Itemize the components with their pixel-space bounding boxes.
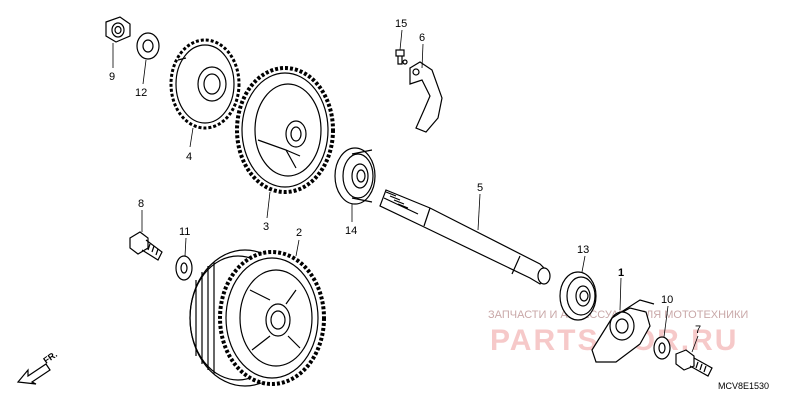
part-2-drum-gear	[189, 249, 326, 387]
part-11-washer	[175, 255, 193, 281]
callout-15: 15	[395, 18, 407, 30]
leader-lines	[112, 29, 699, 353]
part-14-bearing	[334, 147, 376, 205]
part-1-cam-segment	[591, 299, 655, 363]
callout-12: 12	[135, 87, 147, 99]
front-direction-marker: FR.	[16, 349, 59, 385]
part-15-bolt-small	[395, 49, 408, 65]
diagram-code: MCV8E1530	[718, 381, 769, 391]
direction-arrow-icon	[16, 363, 51, 385]
part-10-washer	[653, 336, 671, 360]
part-8-flange-bolt	[129, 231, 163, 261]
part-5-shaft	[379, 189, 551, 285]
callout-4: 4	[186, 151, 192, 163]
callout-14: 14	[345, 225, 357, 237]
part-12-washer	[136, 32, 160, 60]
callout-8: 8	[138, 198, 144, 210]
callout-2: 2	[296, 227, 302, 239]
callout-labels: 9 12 4 3 14 15 6 5 8 11 2 13 1 10 7	[109, 18, 701, 336]
part-4-gear-small	[169, 38, 241, 130]
part-9-nut	[105, 16, 131, 43]
callout-1: 1	[618, 267, 624, 279]
part-7-bolt	[675, 349, 713, 377]
callout-5: 5	[477, 182, 483, 194]
callout-3: 3	[263, 221, 269, 233]
callout-10: 10	[661, 294, 673, 306]
callout-13: 13	[577, 244, 589, 256]
direction-label: FR.	[41, 349, 59, 366]
part-6-stopper-plate	[409, 61, 443, 133]
callout-11: 11	[179, 226, 190, 238]
part-13-bearing	[559, 271, 597, 321]
callout-9: 9	[109, 71, 115, 83]
part-3-gear-large	[235, 66, 335, 194]
callout-6: 6	[419, 32, 425, 44]
callout-7: 7	[695, 324, 701, 336]
